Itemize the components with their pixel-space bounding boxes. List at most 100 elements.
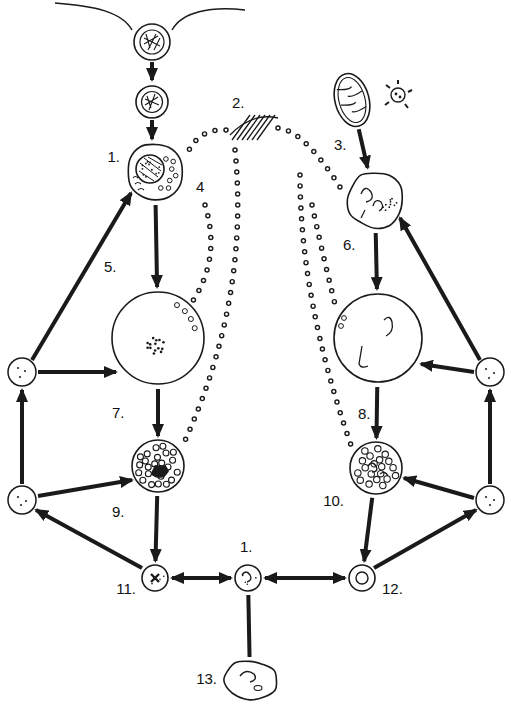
granule-group <box>136 443 180 487</box>
label-holder: 4 <box>196 178 204 196</box>
granule <box>379 464 385 470</box>
cell-shape <box>349 441 403 495</box>
callout-number: 12. <box>382 580 403 598</box>
cell-node: 7. <box>110 290 206 386</box>
dot <box>493 372 495 374</box>
nucleus <box>142 92 163 113</box>
cell-shape <box>110 290 206 386</box>
granule <box>175 303 180 308</box>
cell-node: 3. <box>334 72 370 128</box>
cell-node: 1. <box>125 142 185 202</box>
dot <box>485 496 487 498</box>
cell-outline <box>334 294 422 382</box>
granule <box>160 443 166 449</box>
arrow-connector <box>364 498 372 561</box>
cell-node: 10. <box>349 441 403 495</box>
dot-group <box>382 198 397 211</box>
dots <box>382 198 397 211</box>
dot <box>151 583 153 585</box>
label-holder: 2. <box>232 94 245 112</box>
nucleus-profile <box>368 463 377 472</box>
granule <box>171 159 176 164</box>
dot <box>390 203 392 205</box>
nucleus-profile <box>242 572 251 582</box>
dot <box>385 204 387 206</box>
arrow-connector <box>172 576 231 580</box>
granule <box>367 453 373 459</box>
cell-drawing <box>329 70 376 131</box>
organelle-outline <box>391 88 405 102</box>
chromatin-dot <box>149 162 151 164</box>
dot <box>155 578 157 580</box>
small-cell <box>8 358 36 386</box>
dot <box>389 199 391 201</box>
dot <box>152 337 155 340</box>
arrow-connector <box>374 387 379 438</box>
granule-trail <box>183 128 352 448</box>
arrow <box>38 370 116 374</box>
cell-outline <box>132 440 184 492</box>
dot <box>159 579 161 581</box>
trail-outer <box>183 128 352 448</box>
cell-shape <box>222 660 278 700</box>
chromatin-dot <box>147 161 149 163</box>
arrow <box>38 480 132 496</box>
granule <box>140 477 146 483</box>
granule <box>167 178 172 183</box>
callout-number: 1. <box>107 148 120 166</box>
callout-number: 9. <box>112 503 125 521</box>
granule <box>375 446 381 452</box>
hatch <box>144 34 160 50</box>
dot <box>157 347 160 350</box>
cell-node: 8. <box>332 292 424 384</box>
granule <box>357 477 363 483</box>
dot <box>24 370 26 372</box>
granule <box>182 309 187 314</box>
striation <box>230 117 278 135</box>
cell-node: 13. <box>222 660 278 700</box>
granule <box>339 324 344 329</box>
dot <box>154 342 157 345</box>
callout-number: 7. <box>112 404 125 422</box>
nucleus <box>136 155 164 183</box>
granule <box>166 186 171 191</box>
granule-dots <box>188 130 226 152</box>
callout-number: 13. <box>196 670 217 688</box>
granule <box>366 481 372 487</box>
dot <box>161 348 164 351</box>
granule-dots <box>312 205 337 312</box>
granule <box>188 317 193 322</box>
dot <box>17 496 19 498</box>
granule <box>380 482 386 488</box>
chromatin-dot <box>142 164 144 166</box>
cell-shape <box>345 170 405 230</box>
chromatin-dot <box>145 163 147 165</box>
cell-outline <box>142 565 168 591</box>
cell-outline <box>235 565 261 591</box>
arrow-connector <box>376 233 377 289</box>
callout-number: 10. <box>323 492 344 510</box>
cell-drawing <box>347 173 402 228</box>
granule <box>382 451 388 457</box>
granule-dots <box>188 130 226 152</box>
granule <box>362 448 368 454</box>
organelle-spike <box>385 80 412 108</box>
arrow <box>488 390 492 484</box>
granule-dots <box>183 150 238 445</box>
dot-group <box>146 337 164 355</box>
small-cell <box>8 486 36 514</box>
callout-number: 11. <box>116 580 136 598</box>
arrow-connector <box>265 576 345 580</box>
side-cells <box>8 358 504 514</box>
granule <box>374 476 380 482</box>
cell-node: 1. <box>234 564 262 592</box>
nucleus-outline <box>136 155 164 183</box>
dot <box>391 198 393 200</box>
chromatin-dot <box>142 174 144 176</box>
label-holder: 5. <box>104 258 117 276</box>
granule <box>170 457 176 463</box>
mitochondrion-profile <box>361 210 365 218</box>
